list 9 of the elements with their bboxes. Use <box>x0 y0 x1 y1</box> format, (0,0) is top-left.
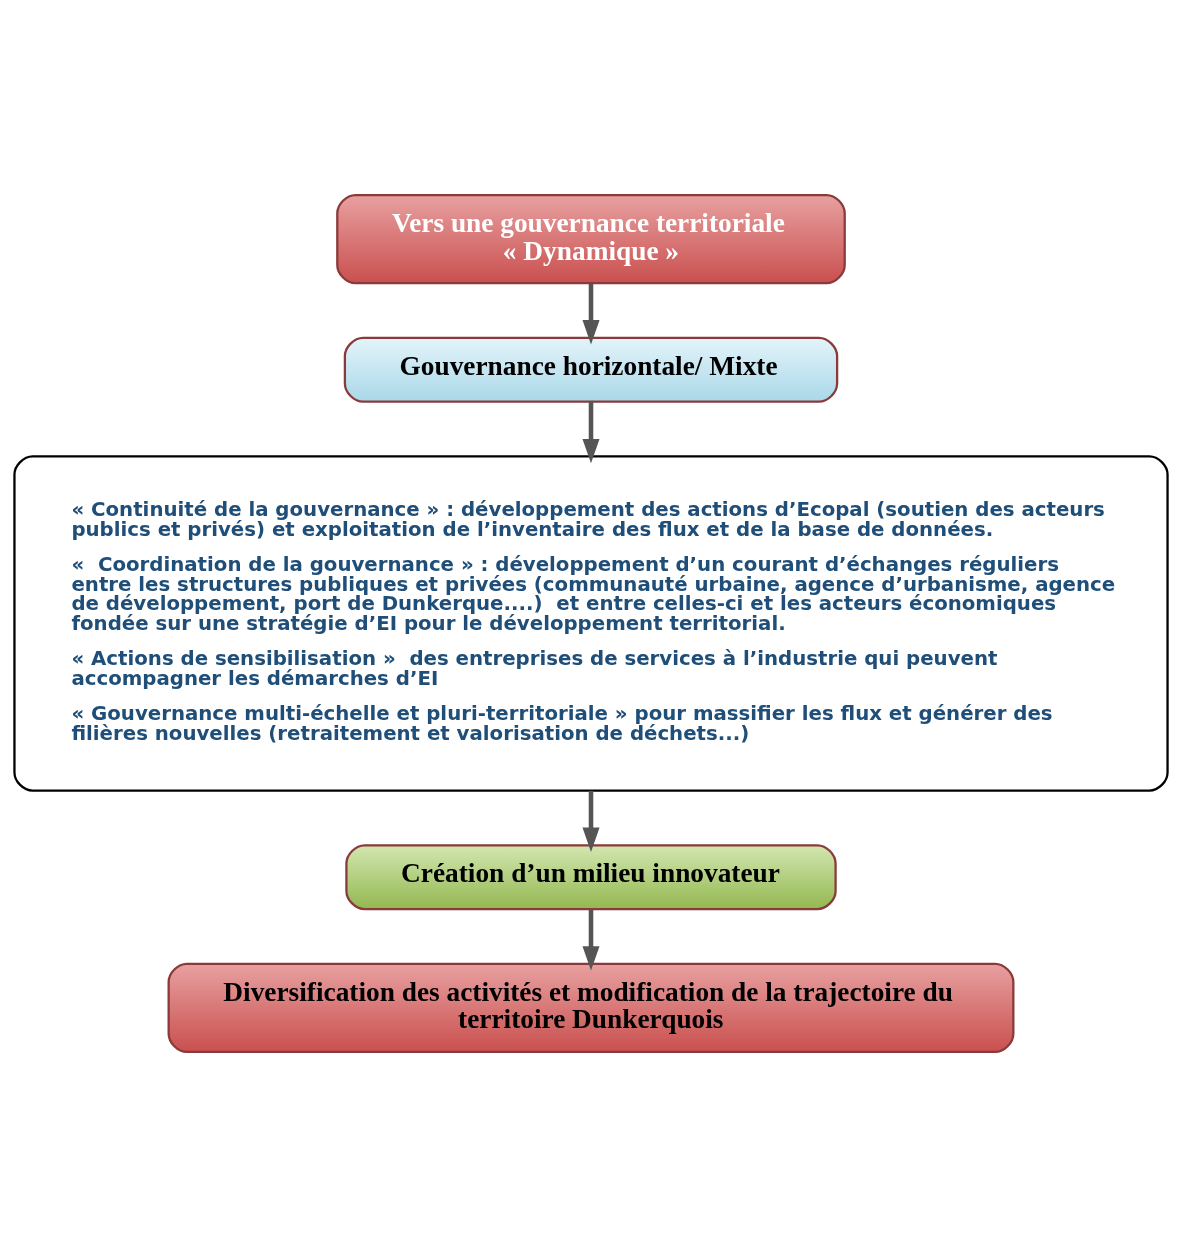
arrow <box>582 401 600 463</box>
node-box: « Continuité de la gouvernance » : développement des actions d’Ecopal (soutien des acteurs publics et privés) et exploitation de l’inventaire des flux et de la base de données. « Coordination de la gouvernance » : développement d’un courant d’échanges réguliers entre les structures publiques et privées (communauté urbaine, agence d’urbanisme, agence de développement, port de Dunkerque....) et entre celles-ci et les acteurs économiques fondée sur une stratégie d’EI pour le développement territorial. « Actions de sensibilisation » des entreprises de services à l’industrie qui peuvent accompagner les démarches d’EI « Gouvernance multi-échelle et pluri-territoriale » pour massifier les flux et générer des filières nouvelles (retraitement et valorisation de déchets...) <box>13 454 1169 792</box>
arrow <box>582 909 600 971</box>
node-box: Gouvernance horizontale/ Mixte <box>343 336 839 403</box>
arrow <box>582 790 600 852</box>
arrow <box>582 283 600 344</box>
node-box: Création d’un milieu innovateur <box>345 843 837 910</box>
node-box: Diversification des activités et modification de la trajectoire du territoire Dunkerquois <box>167 962 1015 1053</box>
node-box: Vers une gouvernance territoriale « Dynamique » <box>336 193 846 284</box>
